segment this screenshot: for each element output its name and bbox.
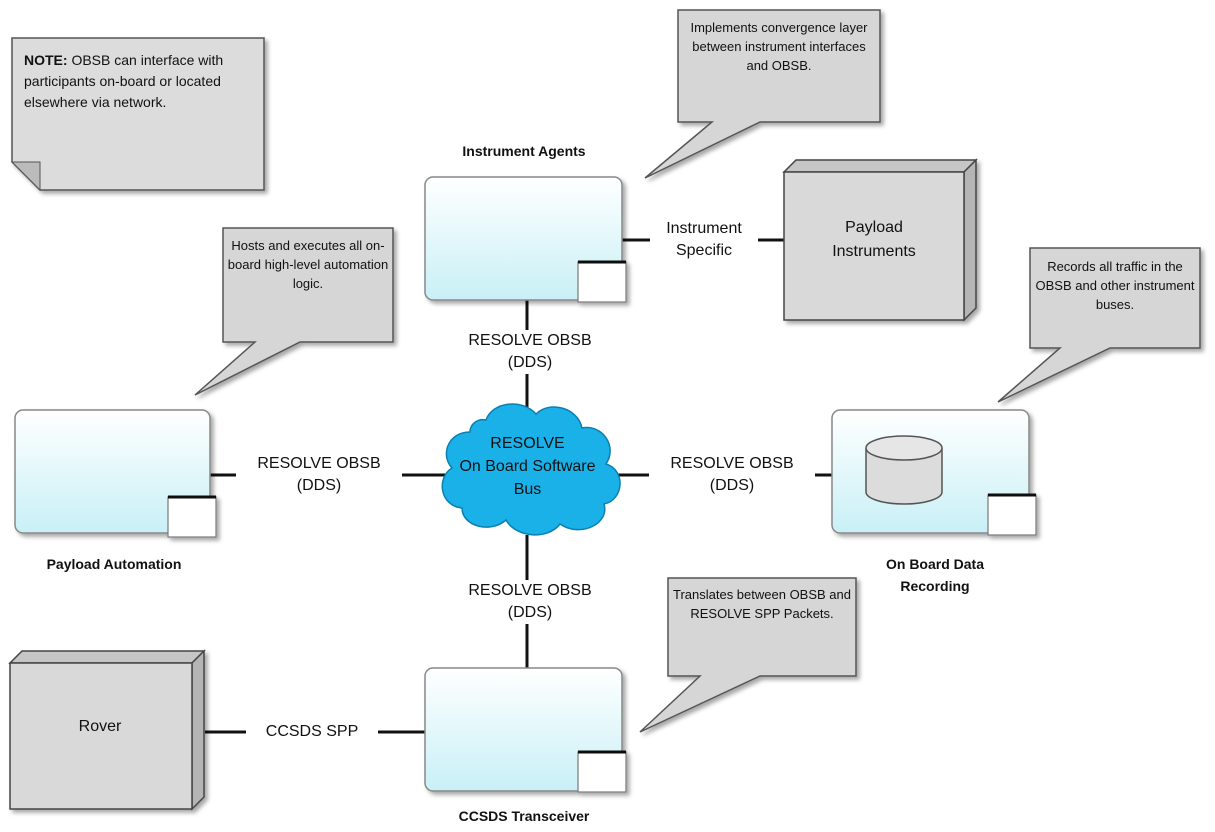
node-rover[interactable] [8, 649, 206, 811]
callout-text-transceiver: Translates between OBSB and RESOLVE SPP … [672, 587, 851, 621]
callout-data-recording [997, 247, 1201, 403]
component-data-recording[interactable] [831, 409, 1037, 536]
link-label-ccsds: CCSDS SPP [246, 721, 378, 743]
bus-cloud[interactable] [441, 403, 621, 536]
title-transceiver: CCSDS Transceiver [458, 808, 590, 824]
link-label-bottom: RESOLVE OBSB (DDS) [448, 580, 612, 624]
link-label-right-line1: RESOLVE OBSB [670, 455, 794, 472]
bus-label-line2: On Board Software [459, 458, 596, 475]
note-body: OBSB can interface with participants on-… [24, 52, 224, 110]
link-label-instrument-line1: Instrument [666, 220, 742, 237]
link-label-left-line2: (DDS) [296, 477, 342, 494]
link-label-instrument-line2: Specific [675, 242, 733, 259]
label-payload-instruments: Payload Instruments [832, 219, 916, 260]
callout-payload-automation [194, 227, 394, 396]
link-label-top-line1: RESOLVE OBSB [468, 332, 592, 349]
component-transceiver[interactable] [424, 667, 627, 793]
component-payload-automation[interactable] [14, 409, 217, 538]
note-prefix: NOTE: [24, 52, 68, 68]
link-label-bottom-line2: (DDS) [507, 604, 553, 621]
callout-instrument-agents [644, 9, 881, 179]
link-label-bottom-line1: RESOLVE OBSB [468, 582, 592, 599]
label-rover: Rover [78, 718, 122, 735]
link-label-top-line2: (DDS) [507, 354, 553, 371]
title-payload-automation: Payload Automation [46, 556, 182, 572]
link-label-left-line1: RESOLVE OBSB [257, 455, 381, 472]
bus-label-line1: RESOLVE [490, 435, 565, 452]
callout-transceiver [639, 577, 857, 733]
callout-text-instrument-agents: Implements convergence layer between ins… [690, 20, 868, 73]
note-text: NOTE: OBSB can interface with participan… [24, 50, 262, 113]
link-label-top: RESOLVE OBSB (DDS) [448, 330, 612, 374]
bus-label-line3: Bus [513, 481, 542, 498]
link-label-right: RESOLVE OBSB (DDS) [649, 453, 815, 497]
title-data-recording: On Board Data Recording [885, 556, 984, 594]
link-label-left: RESOLVE OBSB (DDS) [236, 453, 402, 497]
callout-text-payload-automation: Hosts and executes all on-board high-lev… [227, 238, 389, 291]
database-icon [865, 435, 943, 505]
title-instrument-agents: Instrument Agents [462, 143, 586, 159]
bus-label: RESOLVE On Board Software Bus [440, 432, 615, 501]
note-box [10, 37, 265, 192]
node-payload-instruments[interactable] [782, 158, 978, 322]
link-label-instrument: Instrument Specific [650, 218, 758, 262]
link-label-right-line2: (DDS) [709, 477, 755, 494]
callout-text-data-recording: Records all traffic in the OBSB and othe… [1035, 259, 1195, 312]
component-instrument-agents[interactable] [424, 176, 627, 303]
